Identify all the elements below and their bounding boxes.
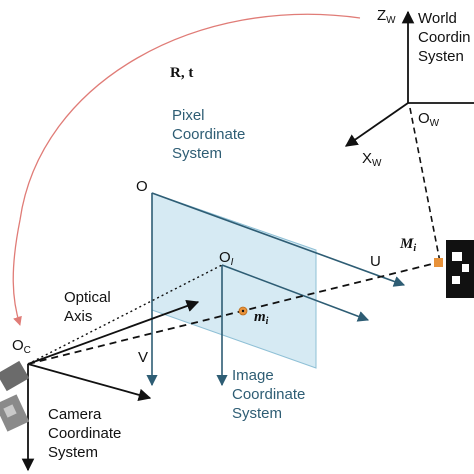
world-coordinate-system: ZW XW OW World Coordin Systen	[344, 7, 474, 169]
pixel-system-label: Pixel Coordinate System	[172, 107, 250, 162]
pixel-origin-label: O	[136, 178, 148, 195]
image-system-label: Image Coordinate System	[232, 367, 310, 422]
world-point-marker	[434, 258, 443, 267]
camera-device-icon	[0, 360, 30, 432]
camera-z-axis	[27, 299, 200, 365]
transform-label: R, t	[170, 65, 193, 81]
camera-system-label: Camera Coordinate System	[48, 406, 126, 461]
image-point-label: mi	[254, 309, 269, 327]
optical-axis-line	[27, 264, 223, 365]
world-z-label: ZW	[377, 7, 396, 26]
world-point-label: Mi	[399, 236, 416, 254]
world-to-point-dashed	[409, 107, 441, 263]
camera-coordinate-system: OC Optical Axis Camera Coordinate System	[12, 289, 200, 472]
world-system-label: World Coordin Systen	[418, 10, 474, 65]
image-point-center	[241, 309, 245, 313]
optical-axis-label: Optical Axis	[64, 289, 115, 325]
projection-ray	[27, 262, 437, 365]
image-plane	[151, 192, 317, 369]
extrinsic-transform-arc	[12, 13, 361, 326]
pixel-u-label: U	[370, 253, 381, 270]
camera-x-axis	[27, 363, 152, 402]
image-coordinate-system: OI Image Coordinate System	[216, 249, 370, 422]
world-x-label: XW	[362, 150, 382, 169]
pixel-u-axis	[151, 192, 406, 287]
world-x-axis	[344, 102, 409, 147]
world-origin-label: OW	[418, 110, 440, 129]
calibration-marker-icon	[446, 240, 474, 298]
pixel-coordinate-system: O U V Pixel Coordinate System	[136, 107, 406, 387]
image-x-axis	[221, 264, 370, 322]
pixel-v-label: V	[138, 349, 148, 366]
image-origin-label: OI	[219, 249, 234, 268]
camera-origin-label: OC	[12, 337, 31, 356]
